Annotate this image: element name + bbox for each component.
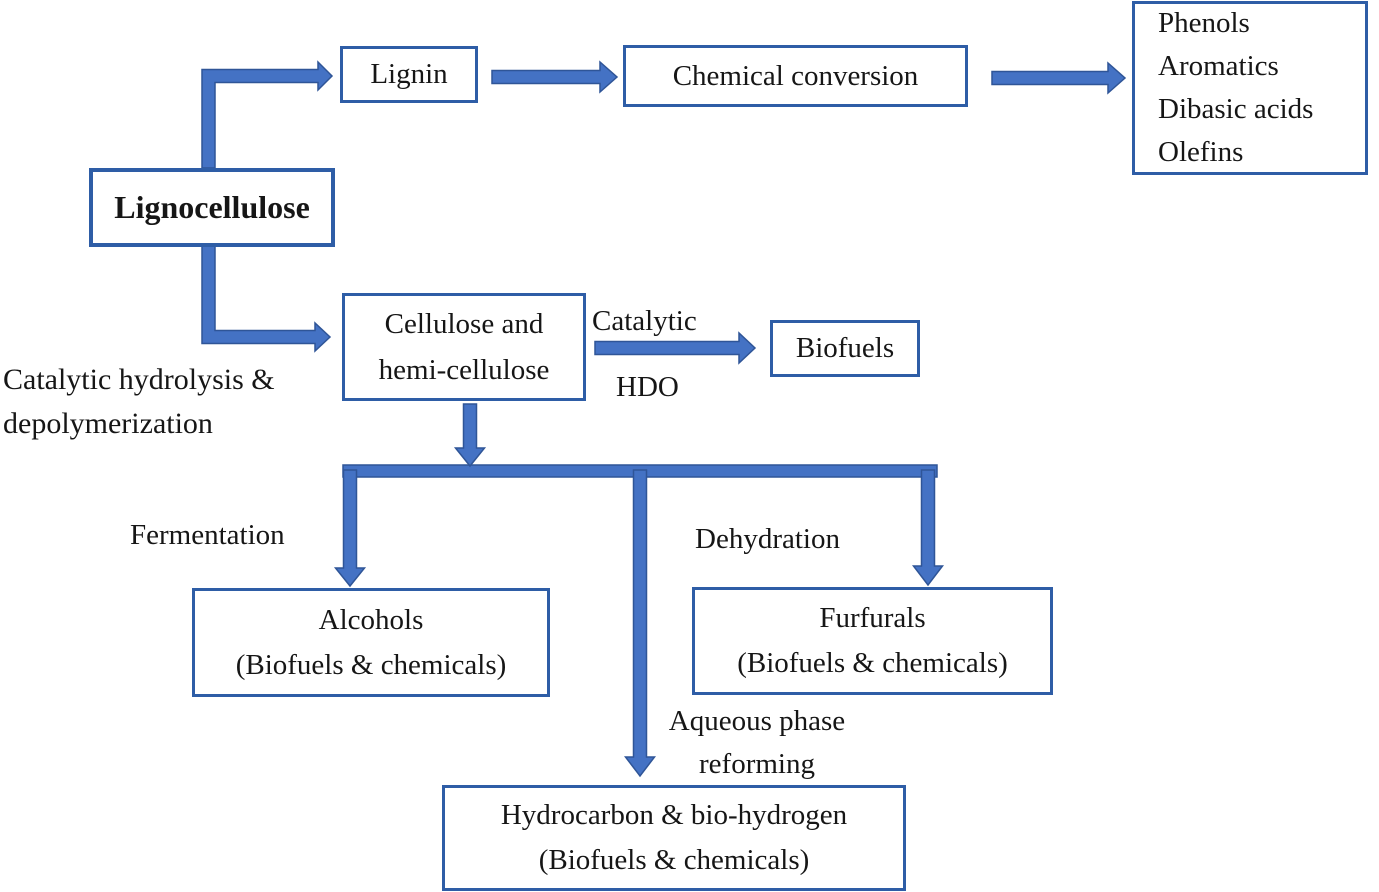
label-dehydration: Dehydration bbox=[695, 523, 840, 555]
node-cellulose-hemicellulose: Cellulose and hemi-cellulose bbox=[342, 293, 586, 401]
node-hydrocarbon-line1: Hydrocarbon & bio-hydrogen bbox=[500, 799, 848, 831]
node-hydrocarbon-biohydrogen: Hydrocarbon & bio-hydrogen (Biofuels & c… bbox=[442, 785, 906, 891]
product-olefins: Olefins bbox=[1158, 136, 1244, 168]
node-alcohols-line2: (Biofuels & chemicals) bbox=[235, 648, 507, 681]
arrow-chemical-conversion-to-products bbox=[991, 61, 1127, 95]
label-catalytic: Catalytic bbox=[592, 305, 697, 337]
node-hydrocarbon-line2: (Biofuels & chemicals) bbox=[538, 844, 810, 876]
label-aqueous-line1: Aqueous phase bbox=[668, 705, 846, 737]
arrow-lignin-to-chemical-conversion bbox=[491, 60, 619, 94]
label-fermentation: Fermentation bbox=[130, 519, 285, 551]
node-lignocellulose-label: Lignocellulose bbox=[114, 189, 310, 225]
node-furfurals: Furfurals (Biofuels & chemicals) bbox=[692, 587, 1053, 695]
node-biofuels: Biofuels bbox=[770, 320, 920, 377]
label-catalytic-hydrolysis-line2: depolymerization bbox=[3, 407, 213, 440]
node-cellulose-line2: hemi-cellulose bbox=[378, 354, 550, 386]
product-aromatics: Aromatics bbox=[1158, 50, 1279, 82]
product-dibasic-acids: Dibasic acids bbox=[1158, 93, 1314, 125]
label-catalytic-hydrolysis: Catalytic hydrolysis & depolymerization bbox=[3, 358, 275, 446]
node-biofuels-label: Biofuels bbox=[795, 332, 895, 364]
node-lignocellulose: Lignocellulose bbox=[89, 168, 335, 247]
node-lignin: Lignin bbox=[340, 46, 478, 103]
node-alcohols-line1: Alcohols bbox=[318, 603, 424, 636]
label-aqueous-line2: reforming bbox=[699, 748, 815, 780]
arrow-dehydration-branch bbox=[911, 469, 945, 587]
node-furfurals-line1: Furfurals bbox=[819, 602, 926, 634]
label-catalytic-hydrolysis-line1: Catalytic hydrolysis & bbox=[3, 363, 275, 396]
product-phenols: Phenols bbox=[1158, 7, 1250, 39]
arrow-lignocellulose-to-lignin bbox=[201, 60, 334, 169]
node-lignin-label: Lignin bbox=[370, 58, 448, 90]
arrow-cellulose-to-splitter bbox=[453, 403, 487, 468]
node-lignin-products: Phenols Aromatics Dibasic acids Olefins bbox=[1132, 1, 1368, 175]
node-furfurals-line2: (Biofuels & chemicals) bbox=[737, 647, 1008, 679]
arrow-fermentation-branch bbox=[333, 469, 367, 588]
arrow-aqueous-reforming-branch bbox=[623, 469, 657, 778]
label-hdo: HDO bbox=[616, 371, 679, 403]
arrow-cellulose-to-biofuels bbox=[594, 331, 757, 365]
node-chemical-conversion-label: Chemical conversion bbox=[672, 59, 919, 92]
label-aqueous-phase-reforming: Aqueous phase reforming bbox=[648, 700, 866, 786]
node-cellulose-line1: Cellulose and bbox=[384, 308, 544, 340]
node-chemical-conversion: Chemical conversion bbox=[623, 45, 968, 107]
node-alcohols: Alcohols (Biofuels & chemicals) bbox=[192, 588, 550, 697]
arrow-lignocellulose-to-cellulose bbox=[201, 245, 332, 353]
